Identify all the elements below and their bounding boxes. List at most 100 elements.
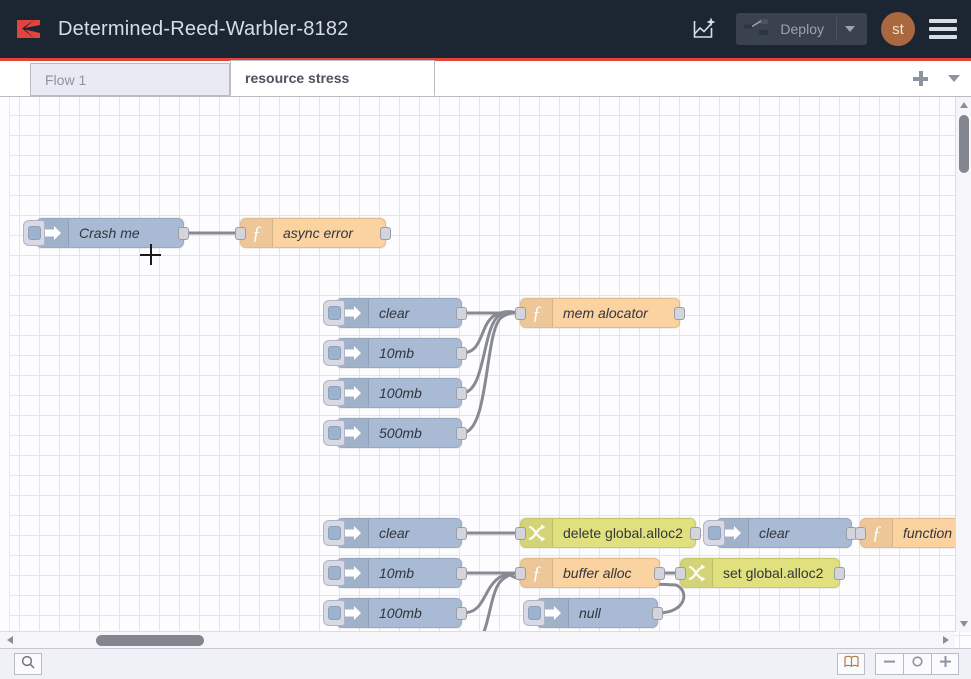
- node-inject-null[interactable]: null: [523, 598, 663, 628]
- input-port[interactable]: [675, 567, 686, 580]
- node-inject-crash-me[interactable]: Crash me: [23, 218, 189, 248]
- function-f-icon: ƒ: [861, 519, 893, 547]
- svg-text:ƒ: ƒ: [532, 563, 542, 583]
- node-label: clear: [379, 525, 410, 541]
- tab-label: resource stress: [245, 70, 350, 86]
- node-inject-10mb-2[interactable]: 10mb: [323, 558, 467, 588]
- flow-list-button[interactable]: [937, 62, 971, 95]
- scroll-up-arrow-icon[interactable]: [960, 102, 968, 108]
- node-inject-clear-3[interactable]: clear: [703, 518, 857, 548]
- node-label: buffer alloc: [563, 565, 632, 581]
- svg-text:ƒ: ƒ: [252, 223, 262, 243]
- scroll-left-arrow-icon[interactable]: [7, 636, 13, 644]
- node-label: Crash me: [79, 225, 140, 241]
- output-port[interactable]: [674, 307, 685, 320]
- inject-trigger-button[interactable]: [323, 600, 345, 626]
- output-port[interactable]: [456, 307, 467, 320]
- zoom-in-plus-icon: [939, 655, 952, 673]
- node-inject-100mb-2[interactable]: 100mb: [323, 598, 467, 628]
- app-header: Determined-Reed-Warbler-8182: [0, 0, 971, 61]
- zoom-reset-circle-icon: [911, 655, 924, 673]
- scroll-right-arrow-icon[interactable]: [943, 636, 949, 644]
- change-swap-icon: [521, 519, 553, 547]
- node-label: clear: [379, 305, 410, 321]
- inject-trigger-button[interactable]: [323, 340, 345, 366]
- scroll-down-arrow-icon[interactable]: [960, 621, 968, 627]
- deploy-nodes-icon: [744, 17, 770, 42]
- status-bar: [0, 648, 971, 679]
- search-button[interactable]: [14, 653, 42, 675]
- deploy-dropdown-toggle[interactable]: [837, 26, 863, 32]
- node-label: async error: [283, 225, 354, 241]
- tab-resource-stress[interactable]: resource stress: [230, 60, 435, 96]
- inject-trigger-button[interactable]: [323, 300, 345, 326]
- output-port[interactable]: [456, 567, 467, 580]
- wire-layer: [184, 231, 860, 648]
- node-inject-100mb-1[interactable]: 100mb: [323, 378, 467, 408]
- inject-trigger-button[interactable]: [523, 600, 545, 626]
- avatar[interactable]: st: [881, 12, 915, 46]
- node-function-async-error[interactable]: ƒ async error: [235, 218, 391, 248]
- tab-label: Flow 1: [45, 71, 87, 88]
- node-inject-500mb-1[interactable]: 500mb: [323, 418, 467, 448]
- node-label: mem alocator: [563, 305, 648, 321]
- node-function-function[interactable]: ƒ function: [855, 518, 971, 548]
- hamburger-menu-icon[interactable]: [929, 19, 957, 39]
- search-icon: [21, 655, 35, 674]
- node-label: clear: [759, 525, 790, 541]
- crosshair-cursor: [140, 244, 161, 265]
- inject-trigger-button[interactable]: [323, 420, 345, 446]
- input-port[interactable]: [235, 227, 246, 240]
- canvas-left-gutter: [0, 97, 10, 648]
- output-port[interactable]: [834, 567, 845, 580]
- tab-flow-1[interactable]: Flow 1: [30, 63, 230, 96]
- output-port[interactable]: [690, 527, 701, 540]
- node-label: 10mb: [379, 565, 415, 581]
- zoom-in-button[interactable]: [931, 653, 959, 675]
- node-label: 500mb: [379, 425, 422, 441]
- output-port[interactable]: [654, 567, 665, 580]
- output-port[interactable]: [178, 227, 189, 240]
- navigator-button[interactable]: [837, 653, 865, 675]
- navigator-map-icon: [843, 655, 859, 673]
- node-inject-10mb-1[interactable]: 10mb: [323, 338, 467, 368]
- output-port[interactable]: [456, 527, 467, 540]
- node-label: 100mb: [379, 605, 422, 621]
- ai-generate-flow-icon[interactable]: [688, 12, 722, 46]
- input-port[interactable]: [515, 307, 526, 320]
- inject-trigger-button[interactable]: [23, 220, 45, 246]
- input-port[interactable]: [515, 567, 526, 580]
- horizontal-scrollbar[interactable]: [0, 631, 955, 648]
- output-port[interactable]: [456, 427, 467, 440]
- zoom-out-button[interactable]: [875, 653, 903, 675]
- add-flow-button[interactable]: [903, 62, 937, 95]
- node-function-buffer-alloc[interactable]: ƒ buffer alloc: [515, 558, 665, 588]
- node-change-delete-global-alloc2[interactable]: delete global.alloc2: [515, 518, 701, 548]
- inject-trigger-button[interactable]: [703, 520, 725, 546]
- status-bar-left: [0, 653, 42, 675]
- output-port[interactable]: [456, 607, 467, 620]
- node-inject-clear-2[interactable]: clear: [323, 518, 467, 548]
- zoom-reset-button[interactable]: [903, 653, 931, 675]
- flow-canvas[interactable]: Crash me ƒ async error clear 1: [0, 97, 971, 648]
- vertical-scroll-thumb[interactable]: [959, 115, 969, 173]
- output-port[interactable]: [456, 347, 467, 360]
- output-port[interactable]: [380, 227, 391, 240]
- flow-tabbar: Flow 1 resource stress: [0, 60, 971, 97]
- inject-trigger-button[interactable]: [323, 380, 345, 406]
- vertical-scrollbar[interactable]: [955, 97, 971, 632]
- horizontal-scroll-thumb[interactable]: [96, 635, 204, 646]
- node-inject-clear-1[interactable]: clear: [323, 298, 467, 328]
- node-change-set-global-alloc2[interactable]: set global.alloc2: [675, 558, 845, 588]
- output-port[interactable]: [456, 387, 467, 400]
- function-f-icon: ƒ: [521, 559, 553, 587]
- deploy-button[interactable]: Deploy: [736, 13, 867, 45]
- output-port[interactable]: [652, 607, 663, 620]
- input-port[interactable]: [855, 527, 866, 540]
- inject-trigger-button[interactable]: [323, 560, 345, 586]
- app-title: Determined-Reed-Warbler-8182: [58, 17, 349, 40]
- status-bar-right: [837, 653, 971, 675]
- input-port[interactable]: [515, 527, 526, 540]
- inject-trigger-button[interactable]: [323, 520, 345, 546]
- node-function-mem-alocator[interactable]: ƒ mem alocator: [515, 298, 685, 328]
